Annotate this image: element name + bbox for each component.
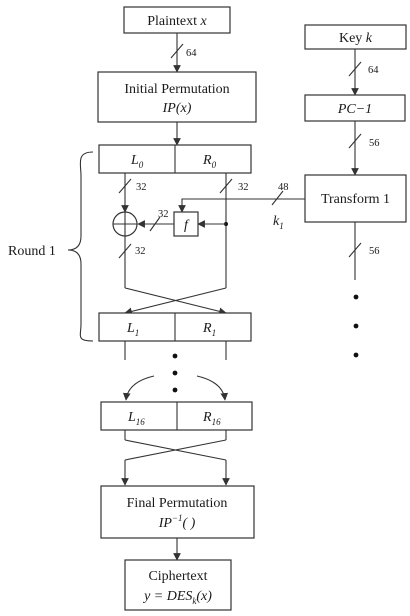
bus-slash xyxy=(149,216,161,232)
svg-text:Plaintext x: Plaintext x xyxy=(147,14,207,29)
ellipsis-dot xyxy=(172,387,178,393)
f-function-box: f xyxy=(173,211,199,237)
ciphertext-label: Ciphertext xyxy=(148,569,207,584)
round1-brace xyxy=(67,151,94,342)
round1-label: Round 1 xyxy=(8,244,56,259)
width-plain-out: 64 xyxy=(186,48,197,59)
plaintext-box: Plaintext x xyxy=(123,6,231,34)
ellipsis-dot xyxy=(353,294,359,300)
width-key-out: 64 xyxy=(368,65,379,76)
transform1-label: Transform 1 xyxy=(321,192,390,207)
bus-slash xyxy=(118,178,132,194)
l1-label: L1 xyxy=(126,321,139,338)
plaintext-var: x xyxy=(200,14,208,29)
pc1-box: PC−1 xyxy=(304,94,406,122)
ip-formula: IP(x) xyxy=(162,101,192,116)
r0-to-l1-arrow xyxy=(124,287,227,316)
width-l0-out: 32 xyxy=(136,182,147,193)
k1-label: k1 xyxy=(273,214,284,231)
ciphertext-formula: y = DESk(x) xyxy=(142,589,212,606)
ellipsis-dot xyxy=(353,323,359,329)
l0-label: L0 xyxy=(130,153,144,170)
key-var: k xyxy=(366,31,373,46)
to-r16-arrow xyxy=(196,375,229,401)
key-label: Key xyxy=(339,31,362,46)
initial-permutation-box: Initial Permutation IP(x) xyxy=(97,71,257,123)
swap-line xyxy=(124,439,227,461)
key-box: Key k xyxy=(304,24,407,50)
fp-formula: IP−1( ) xyxy=(158,513,196,531)
ellipsis-dot xyxy=(172,370,178,376)
bus-slash xyxy=(219,178,233,194)
fp-title: Final Permutation xyxy=(127,496,228,511)
ip-title: Initial Permutation xyxy=(124,82,229,97)
plaintext-label: Plaintext xyxy=(147,14,197,29)
pc1-label: PC−1 xyxy=(337,102,372,117)
ciphertext-box: Ciphertext y = DESk(x) xyxy=(124,559,232,611)
r1-label: R1 xyxy=(202,321,216,338)
f-label: f xyxy=(184,218,190,233)
to-l16-arrow xyxy=(122,375,155,401)
r0-label: R0 xyxy=(202,153,217,170)
bus-slash xyxy=(348,133,362,149)
svg-text:Key k: Key k xyxy=(339,31,373,46)
subkey-to-f-arrow xyxy=(178,198,305,213)
ellipsis-dot xyxy=(353,352,359,358)
width-f-in: 32 xyxy=(158,209,169,220)
bus-slash xyxy=(118,243,132,259)
bus-slash xyxy=(271,190,284,206)
bus-slash xyxy=(348,242,362,258)
transform1-box: Transform 1 xyxy=(304,174,407,223)
width-r0-out: 32 xyxy=(238,182,249,193)
l1-r1-box: L1 R1 xyxy=(98,312,252,342)
l16-label: L16 xyxy=(127,410,145,427)
l0-r0-box: L0 R0 xyxy=(98,144,252,174)
ellipsis-dot xyxy=(172,353,178,359)
l16-r16-box: L16 R16 xyxy=(100,401,253,431)
final-permutation-box: Final Permutation IP−1( ) xyxy=(100,485,255,539)
width-pc1-out: 56 xyxy=(369,138,380,149)
bus-slash xyxy=(348,61,362,77)
width-subkey: 48 xyxy=(278,182,289,193)
bus-slash xyxy=(170,43,184,59)
xor-operator xyxy=(112,211,138,237)
width-transform-out: 56 xyxy=(369,246,380,257)
width-xor-out: 32 xyxy=(135,246,146,257)
r16-label: R16 xyxy=(202,410,221,427)
